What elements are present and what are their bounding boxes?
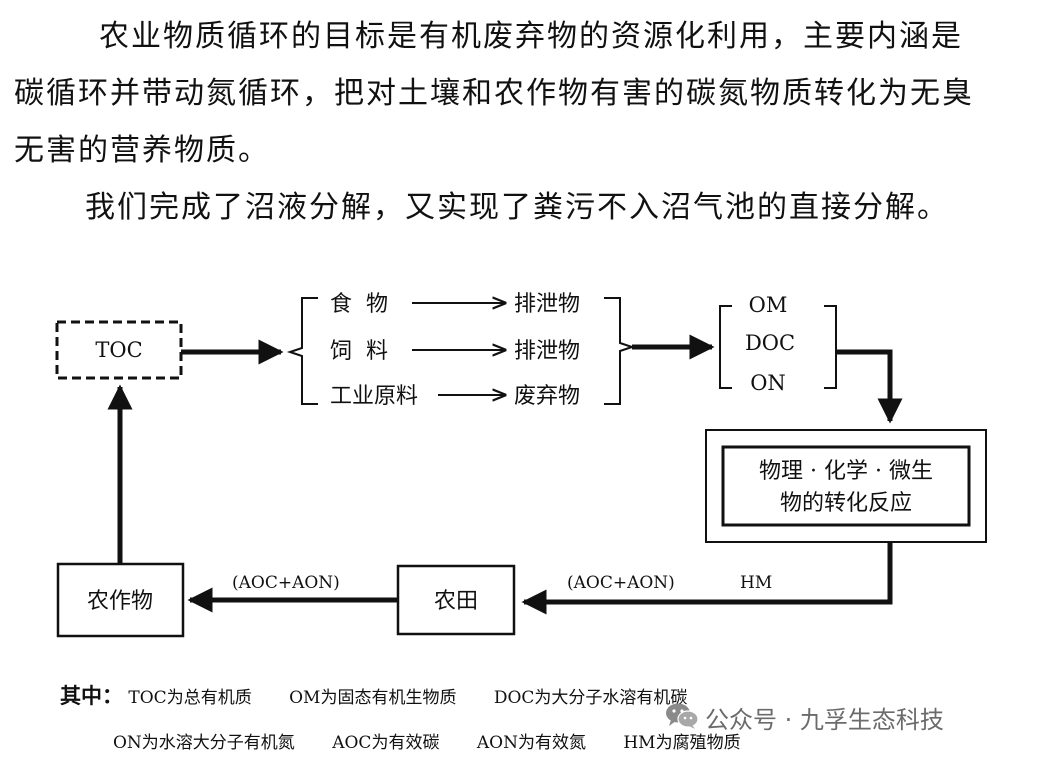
legend-row-1: 其中： TOC为总有机质 OM为固态有机生物质 DOC为大分子水溶有机碳 <box>60 680 719 710</box>
source-food-output: 排泄物 <box>514 292 580 317</box>
source-industrial-label: 工业原料 <box>330 384 418 409</box>
source-industrial-output: 废弃物 <box>514 384 580 409</box>
sources-left-brace <box>286 297 318 405</box>
aoc-aon-left-label: (AOC+AON) <box>232 573 340 593</box>
legend-item-doc: DOC为大分子水溶有机碳 <box>493 688 688 708</box>
organic-left-bracket <box>719 305 732 389</box>
legend-item-om: OM为固态有机生物质 <box>289 688 457 708</box>
organic-om-label: OM <box>749 293 788 317</box>
reaction-label-line-2: 物的转化反应 <box>780 491 912 516</box>
toc-label: TOC <box>95 338 142 362</box>
toc-box <box>55 320 183 380</box>
arrow-organic-to-reaction <box>836 349 903 424</box>
paragraph-line: 碳循环并带动氮循环，把对土壤和农作物有害的碳氮物质转化为无臭 <box>14 76 974 111</box>
legend-title: 其中： <box>60 683 123 708</box>
legend-item-aoc: AOC为有效碳 <box>332 733 440 753</box>
legend-item-on: ON为水溶大分子有机氮 <box>113 733 295 753</box>
legend-item-hm: HM为腐殖物质 <box>623 733 741 753</box>
source-feed-output: 排泄物 <box>514 339 580 364</box>
crop-label: 农作物 <box>87 589 153 614</box>
arrow-reaction-to-field <box>521 542 893 615</box>
hm-label: HM <box>740 573 772 593</box>
reaction-inner-box <box>721 445 971 527</box>
legend-row-2: ON为水溶大分子有机氮 AOC为有效碳 AON为有效氮 HM为腐殖物质 <box>113 728 773 753</box>
wechat-icon <box>666 703 699 729</box>
organic-doc-label: DOC <box>745 331 795 355</box>
organic-right-bracket <box>824 305 837 389</box>
source-feed-label: 饲 料 <box>330 339 388 364</box>
legend-item-aon: AON为有效氮 <box>476 733 586 753</box>
paragraph-line: 农业物质循环的目标是有机废弃物的资源化利用，主要内涵是 <box>99 19 963 54</box>
intro-paragraph-2: 我们完成了沼液分解，又实现了粪污不入沼气池的直接分解。 <box>85 179 1037 236</box>
reaction-label-line-1: 物理 · 化学 · 微生 <box>759 459 933 484</box>
organic-on-label: ON <box>750 371 786 395</box>
field-label: 农田 <box>434 589 478 614</box>
intro-paragraph-1: 农业物质循环的目标是有机废弃物的资源化利用，主要内涵是 碳循环并带动氮循环，把对… <box>14 8 1024 179</box>
source-food-label: 食 物 <box>330 292 388 317</box>
watermark-text: 公众号 · 九孚生态科技 <box>705 706 944 734</box>
paragraph-line: 我们完成了沼液分解，又实现了粪污不入沼气池的直接分解。 <box>85 190 949 225</box>
crop-box <box>56 562 185 638</box>
sources-right-brace <box>604 297 636 405</box>
aoc-aon-right-label: (AOC+AON) <box>567 573 675 593</box>
paragraph-line: 无害的营养物质。 <box>14 133 270 168</box>
field-box <box>396 564 516 636</box>
legend-item-toc: TOC为总有机质 <box>128 688 252 708</box>
